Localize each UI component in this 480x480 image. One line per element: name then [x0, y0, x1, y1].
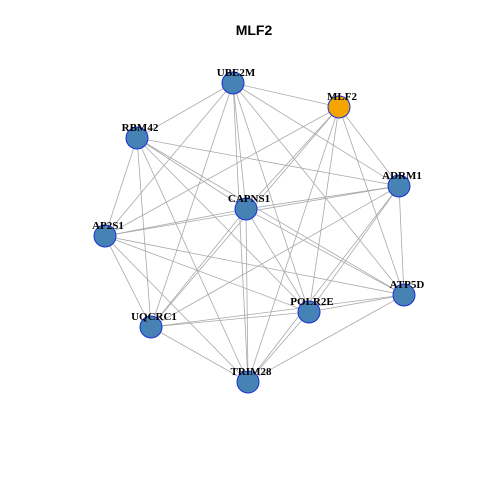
node-label-ap2s1: AP2S1: [92, 220, 124, 232]
edge-rbm42-uqcrc1: [136, 137, 152, 328]
edge-adrm1-atp5d: [398, 185, 405, 296]
edges-layer: [104, 82, 405, 383]
edge-ap2s1-atp5d: [104, 235, 405, 296]
node-polr2e: [297, 300, 321, 324]
edge-polr2e-uqcrc1: [150, 311, 310, 328]
edge-rbm42-ap2s1: [104, 137, 138, 237]
node-ube2m: [221, 71, 245, 95]
edge-mlf2-atp5d: [338, 106, 405, 296]
node-label-trim28: TRIM28: [231, 366, 272, 378]
edge-uqcrc1-trim28: [150, 326, 249, 383]
edge-ap2s1-polr2e: [104, 235, 310, 313]
nodes-layer: [93, 71, 416, 394]
edge-mlf2-trim28: [247, 106, 340, 383]
edge-mlf2-adrm1: [338, 106, 400, 187]
edge-ube2m-ap2s1: [104, 82, 234, 237]
edge-adrm1-trim28: [247, 185, 400, 383]
node-label-uqcrc1: UQCRC1: [131, 311, 177, 323]
edge-rbm42-polr2e: [136, 137, 310, 313]
node-label-atp5d: ATP5D: [390, 279, 425, 291]
edge-ap2s1-uqcrc1: [104, 235, 152, 328]
edge-capns1-polr2e: [245, 208, 310, 313]
node-ap2s1: [93, 224, 117, 248]
edge-rbm42-trim28: [136, 137, 249, 383]
node-label-adrm1: ADRM1: [382, 170, 422, 182]
edge-ube2m-trim28: [232, 82, 249, 383]
node-rbm42: [125, 126, 149, 150]
edge-atp5d-uqcrc1: [150, 294, 405, 328]
edge-atp5d-polr2e: [308, 294, 405, 313]
edge-mlf2-ap2s1: [104, 106, 340, 237]
edge-ube2m-rbm42: [136, 82, 234, 139]
diagram-title: MLF2: [236, 22, 273, 38]
node-mlf2: [327, 95, 351, 119]
edge-adrm1-polr2e: [308, 185, 400, 313]
edge-rbm42-capns1: [136, 137, 247, 210]
node-label-rbm42: RBM42: [122, 122, 159, 134]
edge-rbm42-atp5d: [136, 137, 405, 296]
edge-ube2m-atp5d: [232, 82, 405, 296]
edge-capns1-trim28: [245, 208, 249, 383]
edge-capns1-ap2s1: [104, 208, 247, 237]
edge-capns1-atp5d: [245, 208, 405, 296]
node-label-capns1: CAPNS1: [228, 193, 270, 205]
node-trim28: [236, 370, 260, 394]
edge-mlf2-capns1: [245, 106, 340, 210]
edge-capns1-uqcrc1: [150, 208, 247, 328]
node-label-mlf2: MLF2: [327, 91, 357, 103]
edge-adrm1-capns1: [245, 185, 400, 210]
node-adrm1: [387, 174, 411, 198]
edge-ap2s1-trim28: [104, 235, 249, 383]
edge-ube2m-mlf2: [232, 82, 340, 108]
edge-mlf2-polr2e: [308, 106, 340, 313]
node-label-ube2m: UBE2M: [217, 67, 256, 79]
edge-ube2m-capns1: [232, 82, 247, 210]
edge-atp5d-trim28: [247, 294, 405, 383]
node-atp5d: [392, 283, 416, 307]
edge-ube2m-uqcrc1: [150, 82, 234, 328]
node-uqcrc1: [139, 315, 163, 339]
node-label-polr2e: POLR2E: [290, 296, 333, 308]
edge-rbm42-adrm1: [136, 137, 400, 187]
edge-polr2e-trim28: [247, 311, 310, 383]
node-capns1: [234, 197, 258, 221]
